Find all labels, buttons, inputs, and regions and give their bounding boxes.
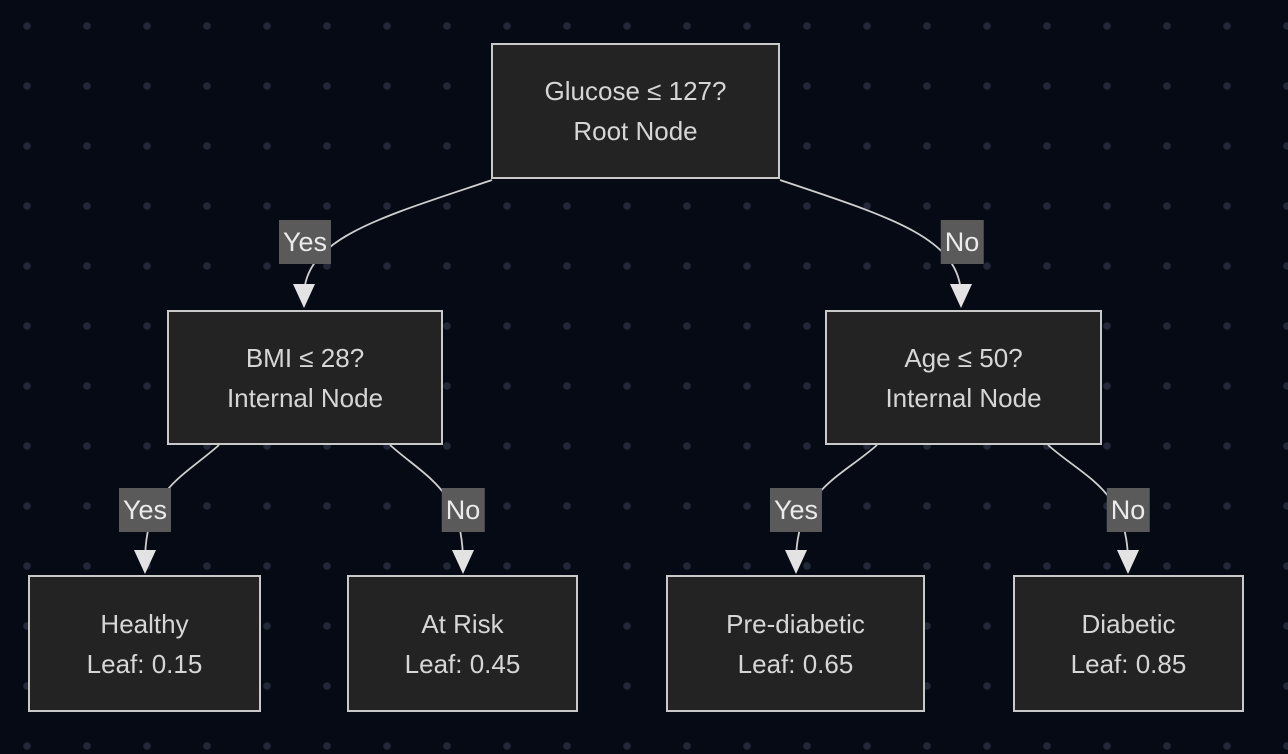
node-leaf-value: Leaf: 0.45 xyxy=(404,648,521,679)
node-leaf-value: Leaf: 0.15 xyxy=(86,648,203,679)
node-class: At Risk xyxy=(421,608,504,639)
node-class: Pre-diabetic xyxy=(726,608,865,639)
edge-label-age-no: No xyxy=(1106,488,1150,532)
arrowhead-down-icon xyxy=(950,284,972,308)
node-condition: Glucose ≤ 127? xyxy=(544,76,727,106)
arrowhead-down-icon xyxy=(134,550,156,574)
tree-node-diabetic: Diabetic Leaf: 0.85 xyxy=(1013,575,1244,712)
node-condition: Age ≤ 50? xyxy=(904,342,1023,373)
arrowhead-down-icon xyxy=(293,284,315,308)
tree-node-at-risk: At Risk Leaf: 0.45 xyxy=(347,575,578,712)
node-class: Diabetic xyxy=(1081,608,1176,639)
edge-root-to-age xyxy=(779,179,962,297)
arrowhead-down-icon xyxy=(452,550,474,574)
arrowhead-down-icon xyxy=(785,550,807,574)
edge-bmi-to-at-risk xyxy=(389,444,464,563)
node-role: Internal Node xyxy=(226,382,384,413)
tree-node-bmi: BMI ≤ 28? Internal Node xyxy=(167,310,443,445)
tree-node-age: Age ≤ 50? Internal Node xyxy=(825,310,1102,445)
edge-label-bmi-yes: Yes xyxy=(118,488,172,532)
tree-node-pre-diabetic: Pre-diabetic Leaf: 0.65 xyxy=(666,575,925,712)
node-role: Internal Node xyxy=(885,382,1042,413)
node-class: Healthy xyxy=(100,608,189,639)
tree-node-root: Glucose ≤ 127? Root Node xyxy=(491,43,780,179)
edge-root-to-bmi xyxy=(303,179,493,297)
arrowhead-down-icon xyxy=(1117,550,1139,574)
node-role: Root Node xyxy=(573,116,698,146)
edge-label-root-yes: Yes xyxy=(278,220,332,264)
node-condition: BMI ≤ 28? xyxy=(245,342,365,373)
edge-age-to-diabetic xyxy=(1047,444,1129,563)
edge-label-root-no: No xyxy=(940,220,984,264)
edge-label-age-yes: Yes xyxy=(769,488,823,532)
node-leaf-value: Leaf: 0.85 xyxy=(1070,648,1187,679)
edge-label-bmi-no: No xyxy=(441,488,485,532)
edge-age-to-pre-diabetic xyxy=(795,444,878,563)
node-leaf-value: Leaf: 0.65 xyxy=(737,648,854,679)
tree-node-healthy: Healthy Leaf: 0.15 xyxy=(28,575,261,712)
